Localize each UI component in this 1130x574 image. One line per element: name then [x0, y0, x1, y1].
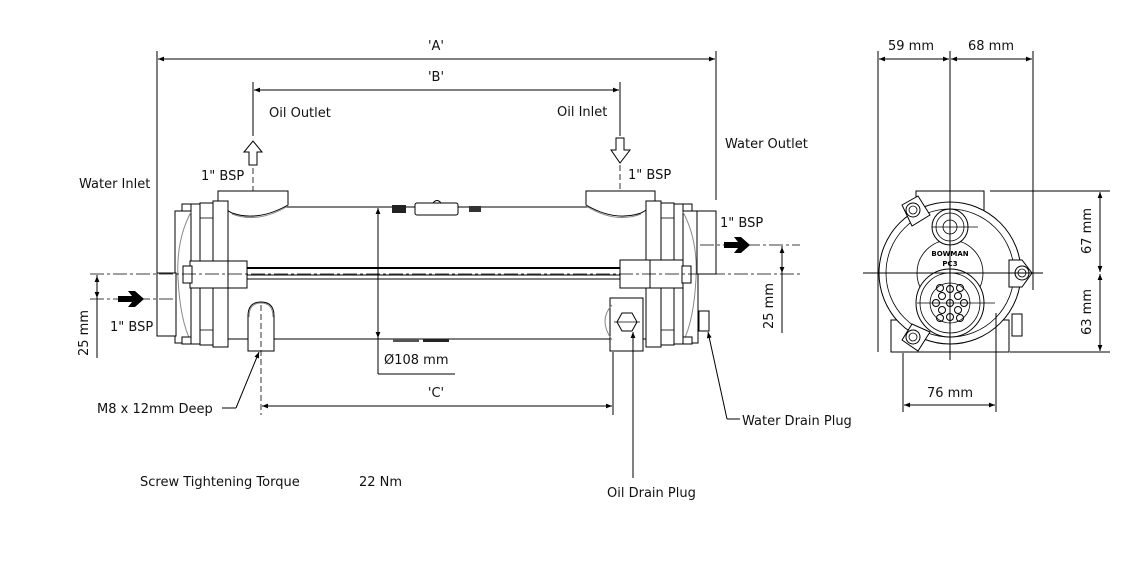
water-outlet-bsp-label: 1" BSP [720, 216, 763, 231]
water-drain-plug [698, 310, 710, 332]
fitting-small-1 [392, 205, 406, 213]
water-inlet-arrow-icon [118, 291, 144, 307]
dimension-a-label: 'A' [428, 39, 444, 54]
mounting-callout: M8 x 12mm Deep [97, 402, 213, 417]
water-inlet-label: Water Inlet [79, 177, 150, 192]
end-view-height-top-label: 67 mm [1080, 208, 1095, 254]
dimension-right-port-offset: 25 mm [762, 246, 785, 333]
bolt-lug-top-left [901, 195, 931, 227]
diameter-label: Ø108 mm [384, 353, 449, 368]
mounting-foot [247, 301, 275, 415]
left-port-offset-label: 25 mm [77, 310, 92, 356]
water-drain-label: Water Drain Plug [742, 414, 852, 429]
oil-outlet-label: Oil Outlet [269, 106, 331, 121]
dimension-a: 'A' [156, 39, 717, 275]
shell-body [227, 206, 647, 340]
end-view-width-right-label: 68 mm [968, 39, 1014, 54]
dimension-c-label: 'C' [428, 386, 444, 401]
end-view-width-left-label: 59 mm [888, 39, 934, 54]
fitting-vent [414, 202, 459, 216]
side-view: 'A' 'B' Oil Outlet Oil Inlet Water Inlet… [77, 39, 852, 501]
dimension-diameter: Ø108 mm [375, 208, 455, 375]
end-view: 59 mm 68 mm [863, 39, 1110, 412]
oil-inlet-arrow-icon [610, 137, 632, 164]
oil-outlet-bsp-label: 1" BSP [201, 169, 244, 184]
water-outlet-label: Water Outlet [725, 137, 808, 152]
oil-outlet-arrow-icon [242, 140, 264, 166]
tie-rod [247, 267, 626, 280]
oil-drain-label: Oil Drain Plug [607, 486, 696, 501]
oil-outlet-boss [217, 190, 289, 217]
dimension-b-label: 'B' [428, 70, 444, 85]
oil-inlet-label: Oil Inlet [557, 105, 607, 120]
water-outlet-nozzle [696, 210, 717, 275]
oil-drain-plug [604, 297, 644, 352]
water-inlet-nozzle [156, 272, 177, 337]
bolt-lug-bottom-left [901, 323, 931, 352]
right-port-offset-label: 25 mm [762, 283, 777, 329]
water-outlet-arrow-icon [724, 237, 750, 253]
foot-width-label: 76 mm [927, 386, 973, 401]
oil-inlet-bsp-label: 1" BSP [628, 168, 671, 183]
dimension-b: 'B' [252, 70, 621, 136]
dimension-c: 'C' [262, 352, 614, 415]
end-view-height-bottom-label: 63 mm [1080, 289, 1095, 335]
torque-note-label: Screw Tightening Torque [140, 475, 300, 490]
dimension-left-port-offset: 25 mm [77, 275, 100, 358]
water-inlet-bsp-label: 1" BSP [110, 320, 153, 335]
fitting-small-2 [469, 206, 481, 212]
torque-note-value: 22 Nm [359, 475, 402, 490]
